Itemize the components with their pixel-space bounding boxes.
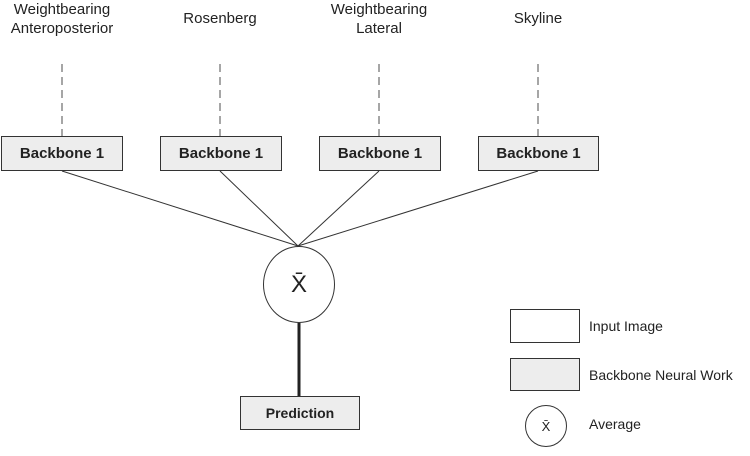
- legend-backbone-swatch: [510, 358, 580, 391]
- prediction-box: Prediction: [240, 396, 360, 430]
- legend-average-symbol: X̄: [541, 418, 551, 434]
- view-label-skyline: Skyline: [513, 10, 563, 27]
- backbone-to-average-2: [219, 170, 299, 247]
- backbone-box-2: Backbone 1: [160, 136, 282, 171]
- legend-input-swatch: [510, 309, 580, 343]
- backbone-box-3: Backbone 1: [319, 136, 441, 171]
- backbone-to-average-3: [297, 170, 380, 247]
- view-label-anteroposterior: Weightbearing Anteroposterior: [10, 1, 114, 37]
- legend-input-label: Input Image: [589, 318, 663, 334]
- backbone-box-4: Backbone 1: [478, 136, 599, 171]
- legend-average-label: Average: [589, 416, 641, 432]
- view-label-rosenberg: Rosenberg: [183, 10, 257, 27]
- legend-average-icon: X̄: [525, 405, 567, 447]
- view-label-lateral: Weightbearing Lateral: [330, 1, 428, 37]
- backbone-box-1: Backbone 1: [1, 136, 123, 171]
- legend-backbone-label: Backbone Neural Work: [589, 367, 733, 383]
- backbone-to-average-4: [297, 170, 539, 247]
- average-node: X̄: [263, 246, 335, 323]
- backbone-to-average-1: [61, 170, 299, 247]
- average-symbol: X̄: [290, 270, 307, 298]
